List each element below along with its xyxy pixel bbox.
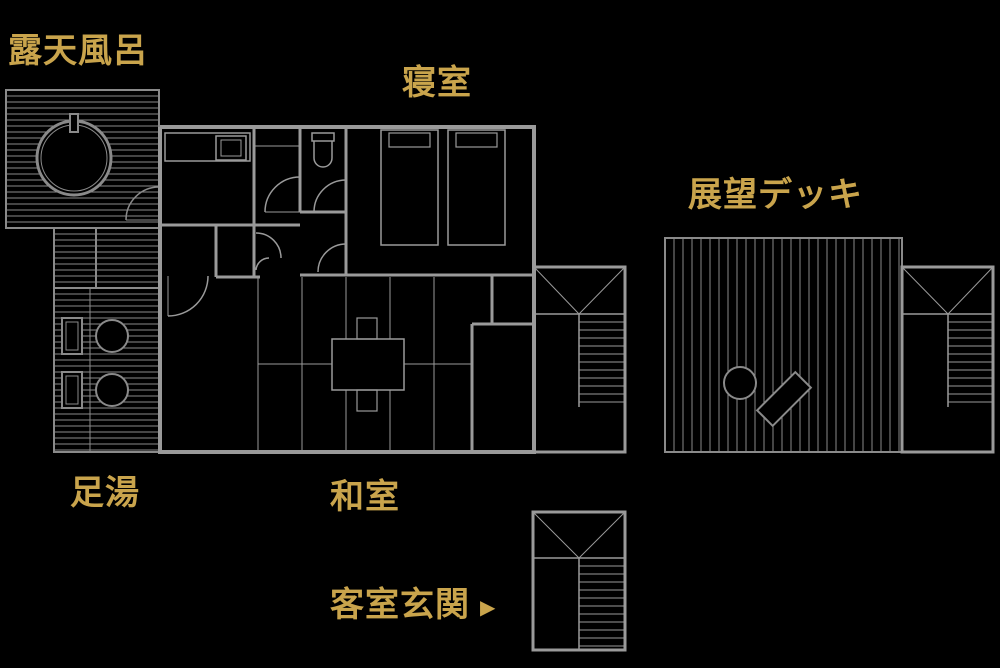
- footbath-deck-slats: [54, 233, 159, 451]
- deck-stairs-steps: [948, 321, 993, 403]
- outdoor-bath-label: 露天風呂: [8, 31, 148, 71]
- main-stairs: [532, 265, 627, 454]
- entrance-stairs: [531, 510, 627, 652]
- guest-entrance-text: 客室玄関: [330, 585, 470, 625]
- outdoor-bath-area: [5, 89, 160, 229]
- deck-stairs: [900, 265, 995, 454]
- main-building: [158, 125, 536, 454]
- bedroom-label: 寝室: [402, 63, 472, 103]
- main-stairs-steps: [579, 321, 625, 403]
- footbath-area: [53, 227, 160, 453]
- observation-deck-slats: [673, 238, 900, 452]
- observation-deck-label: 展望デッキ: [688, 175, 863, 215]
- footbath-label: 足湯: [70, 473, 140, 513]
- entrance-stairs-steps: [579, 565, 625, 647]
- japanese-room-label: 和室: [330, 477, 400, 517]
- entrance-arrow-icon: ▶: [480, 595, 497, 619]
- observation-deck-area: [664, 237, 903, 453]
- guest-entrance-label: 客室玄関 ▶: [330, 588, 496, 622]
